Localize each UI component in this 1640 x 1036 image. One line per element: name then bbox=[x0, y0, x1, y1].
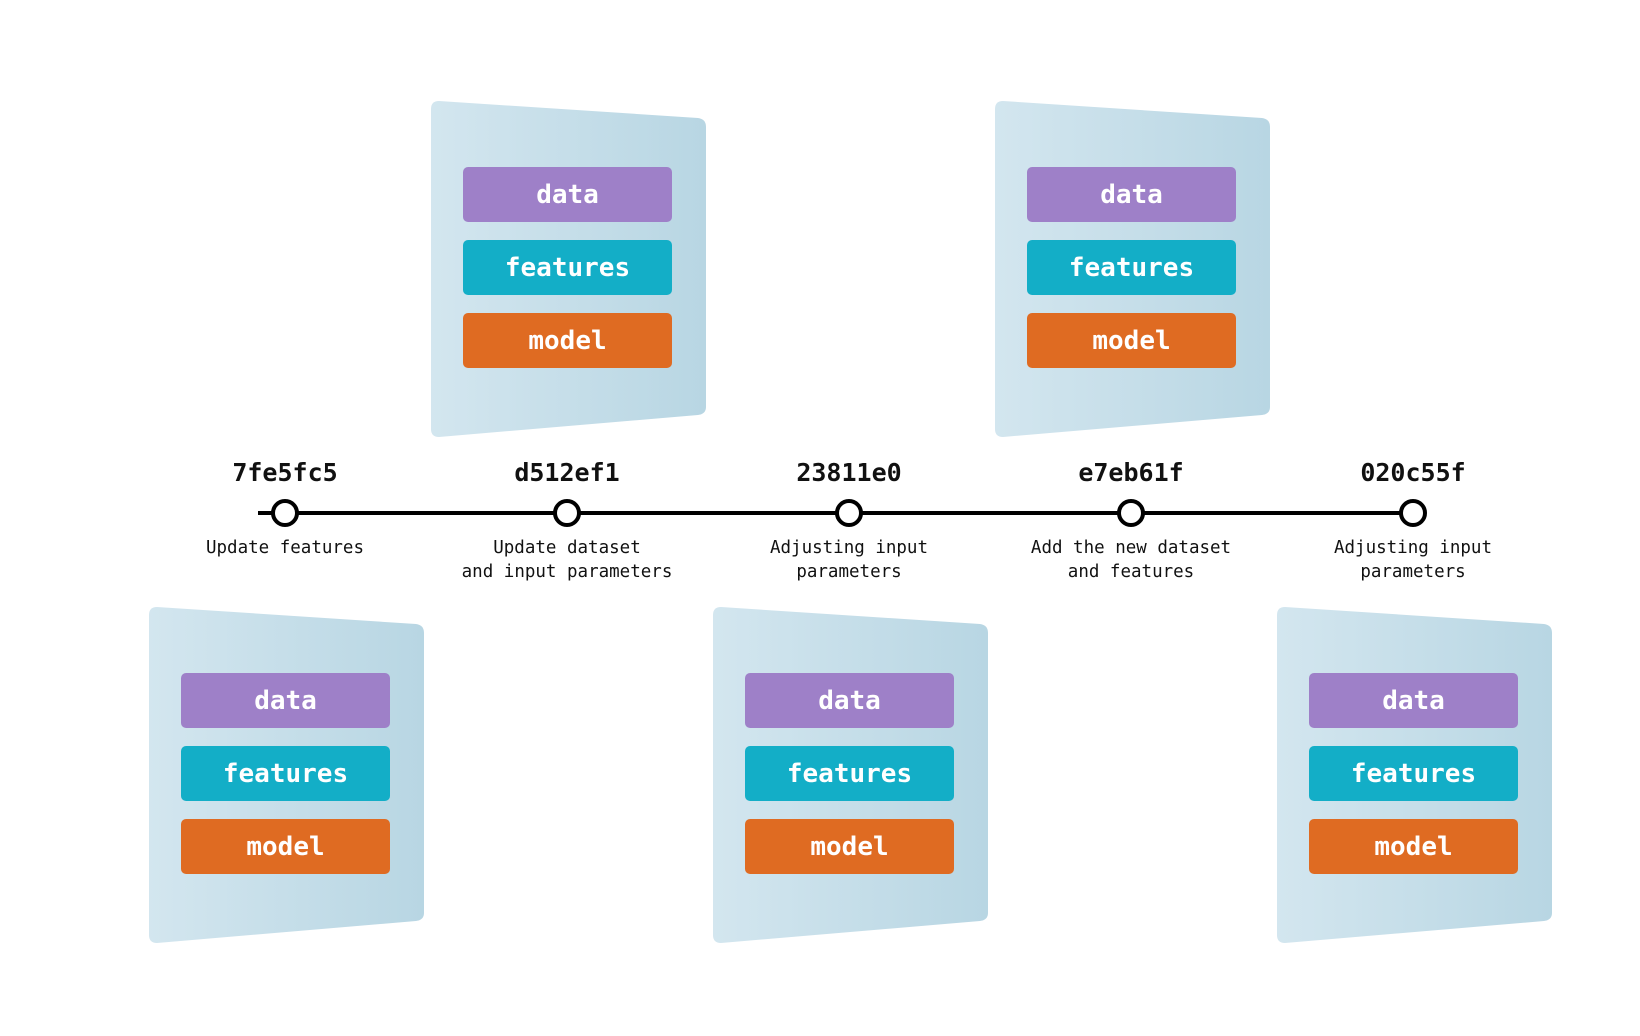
commit-node bbox=[1399, 499, 1427, 527]
project-snapshot-card: data features model bbox=[713, 607, 988, 943]
commit-message-line: and features bbox=[1067, 562, 1195, 582]
commit-message-line: parameters bbox=[796, 562, 902, 582]
commit-message-line: parameters bbox=[1360, 562, 1466, 582]
commit-message: Update dataset and input parameters bbox=[417, 536, 717, 584]
features-block: features bbox=[181, 746, 390, 801]
features-block: features bbox=[1027, 240, 1236, 295]
project-snapshot-card: data features model bbox=[431, 101, 706, 437]
project-snapshot-card: data features model bbox=[1277, 607, 1552, 943]
commit-hash: 020c55f bbox=[1360, 458, 1466, 487]
commit-message: Add the new dataset and features bbox=[981, 536, 1281, 584]
model-block: model bbox=[1309, 819, 1518, 874]
commit-message-line: Update dataset bbox=[493, 538, 641, 558]
commit-message: Adjusting input parameters bbox=[699, 536, 999, 584]
model-block: model bbox=[181, 819, 390, 874]
features-block: features bbox=[1309, 746, 1518, 801]
project-snapshot-card: data features model bbox=[995, 101, 1270, 437]
data-block: data bbox=[1309, 673, 1518, 728]
commit-message: Update features bbox=[135, 536, 435, 560]
commit-message-line: Adjusting input bbox=[769, 538, 929, 558]
commit-hash: 7fe5fc5 bbox=[232, 458, 338, 487]
data-block: data bbox=[181, 673, 390, 728]
commit-message-line: Adjusting input bbox=[1333, 538, 1493, 558]
commit-message-line: Add the new dataset bbox=[1030, 538, 1232, 558]
data-block: data bbox=[1027, 167, 1236, 222]
features-block: features bbox=[463, 240, 672, 295]
commit-message-line: Update features bbox=[205, 538, 365, 558]
features-block: features bbox=[745, 746, 954, 801]
commit-hash: d512ef1 bbox=[514, 458, 620, 487]
model-block: model bbox=[745, 819, 954, 874]
commit-node bbox=[835, 499, 863, 527]
commit-message: Adjusting input parameters bbox=[1263, 536, 1563, 584]
commit-message-line: and input parameters bbox=[461, 562, 673, 582]
commit-node bbox=[553, 499, 581, 527]
commit-node bbox=[271, 499, 299, 527]
commit-hash: 23811e0 bbox=[796, 458, 902, 487]
commit-hash: e7eb61f bbox=[1078, 458, 1184, 487]
model-block: model bbox=[463, 313, 672, 368]
data-block: data bbox=[463, 167, 672, 222]
project-snapshot-card: data features model bbox=[149, 607, 424, 943]
data-block: data bbox=[745, 673, 954, 728]
model-block: model bbox=[1027, 313, 1236, 368]
commit-node bbox=[1117, 499, 1145, 527]
